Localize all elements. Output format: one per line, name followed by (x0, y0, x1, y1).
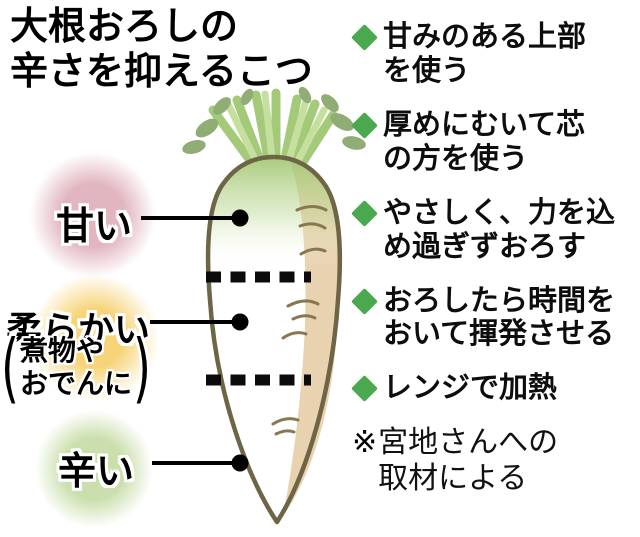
sweet-zone-label: 甘い (56, 204, 133, 248)
diamond-icon (351, 111, 378, 139)
diamond-icon (351, 199, 378, 227)
sweet-marker-dot (231, 209, 249, 227)
tip-item-let-it-rest: おろしたら時間を おいて揮発させる (351, 282, 640, 352)
soft-zone-highlight-circle (31, 274, 159, 402)
tip-item-peel-thick: 厚めにむいて芯 の方を使う (351, 106, 640, 176)
tip-2-line1: 厚めにむいて芯 (383, 106, 586, 141)
tip-item-use-upper-part: 甘みのある上部 を使う (351, 19, 640, 88)
spicy-marker-dot (231, 454, 249, 472)
diamond-icon (351, 287, 378, 315)
diamond-icon (351, 375, 378, 403)
tip-item-microwave: レンジで加熱 (351, 370, 640, 405)
source-note-line1: 宮地さんへの (378, 425, 559, 461)
reference-mark: ※ (352, 425, 378, 461)
tips-list: 甘みのある上部 を使う 厚めにむいて芯 の方を使う やさしく、力を込 め過ぎずお… (351, 19, 640, 497)
page-title-line1: 大根おろしの (10, 4, 239, 48)
soft-zone-use-note: ( 煮物や おでんに ) (0, 329, 152, 405)
close-paren: ) (132, 322, 151, 412)
daikon-skin-details (271, 205, 328, 436)
tip-1-line1: 甘みのある上部 (383, 19, 587, 53)
tip-3-line2: め過ぎずおろす (383, 228, 587, 263)
soft-use-line1: 煮物や (19, 334, 104, 367)
tip-2-line2: の方を使う (383, 140, 529, 175)
tip-item-grate-gently: やさしく、力を込 め過ぎずおろす (351, 194, 640, 264)
soft-use-line2: おでんに (19, 367, 132, 401)
open-paren: ( (1, 322, 19, 412)
tip-1-line2: を使う (383, 52, 471, 87)
tip-4-line2: おいて揮発させる (383, 316, 615, 351)
source-note-line2: 取材による (378, 461, 528, 497)
leader-lines (141, 216, 240, 465)
spicy-zone-highlight-circle (35, 410, 153, 528)
source-note: ※ 宮地さんへの 取材による (352, 425, 640, 497)
leader-dots (231, 209, 249, 472)
sweet-zone-highlight-circle (30, 152, 156, 278)
diamond-icon (351, 24, 378, 51)
spicy-zone-label: 辛い (58, 449, 135, 493)
page-title-line2: 辛さを抑えるこつ (10, 48, 313, 93)
soft-zone-label: 柔らかい (6, 310, 151, 351)
tip-5-line1: レンジで加熱 (383, 370, 558, 405)
soft-marker-dot (231, 313, 249, 331)
page-title: 大根おろしの 辛さを抑えるこつ (10, 4, 313, 94)
tip-4-line1: おろしたら時間を (383, 282, 616, 317)
tip-3-line1: やさしく、力を込 (383, 194, 616, 229)
daikon-top-green-tint (208, 157, 340, 268)
daikon-leaves (182, 86, 366, 170)
